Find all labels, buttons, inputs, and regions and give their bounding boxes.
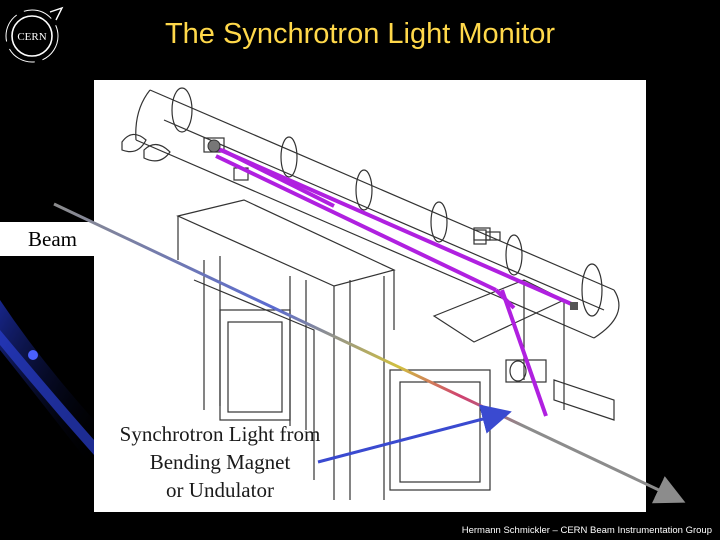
light-path (215, 146, 577, 417)
footer-credit: Hermann Schmickler – CERN Beam Instrumen… (461, 525, 712, 536)
cern-logo-icon: CERN (5, 6, 64, 63)
callout-line: Bending Magnet (149, 450, 291, 474)
svg-text:CERN: CERN (17, 31, 46, 43)
callout-line: Synchrotron Light from (119, 422, 321, 446)
callout-line: or Undulator (166, 478, 274, 502)
callout-text: Synchrotron Light from Bending Magnet or… (100, 420, 340, 504)
beam-label: Beam (0, 222, 96, 256)
slide-title: The Synchrotron Light Monitor (164, 18, 556, 50)
